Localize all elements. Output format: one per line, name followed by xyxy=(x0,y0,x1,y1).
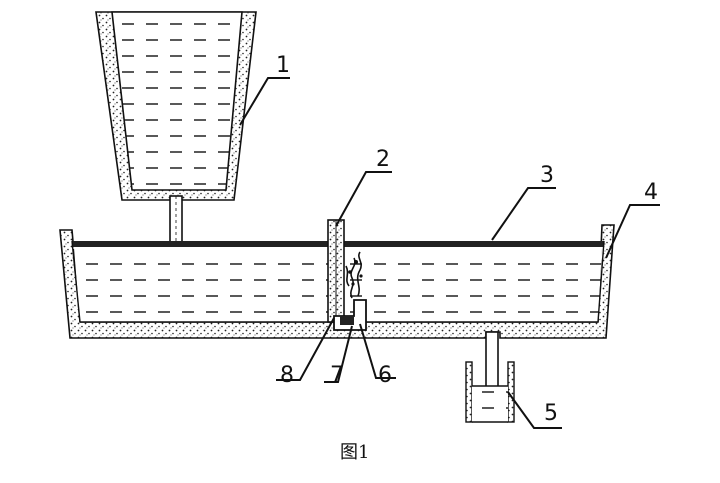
label-1: 1 xyxy=(276,53,290,78)
label-4: 4 xyxy=(644,180,658,205)
ladle xyxy=(95,11,257,201)
label-3: 3 xyxy=(540,163,554,188)
label-5: 5 xyxy=(544,401,558,426)
figure-caption: 图1 xyxy=(340,442,369,463)
leader-lines xyxy=(239,77,660,429)
label-6: 6 xyxy=(378,363,392,388)
mould-and-nozzle xyxy=(465,331,515,423)
label-7: 7 xyxy=(330,363,344,388)
weir-assembly xyxy=(327,219,367,331)
label-2: 2 xyxy=(376,147,390,172)
label-8: 8 xyxy=(280,363,294,388)
